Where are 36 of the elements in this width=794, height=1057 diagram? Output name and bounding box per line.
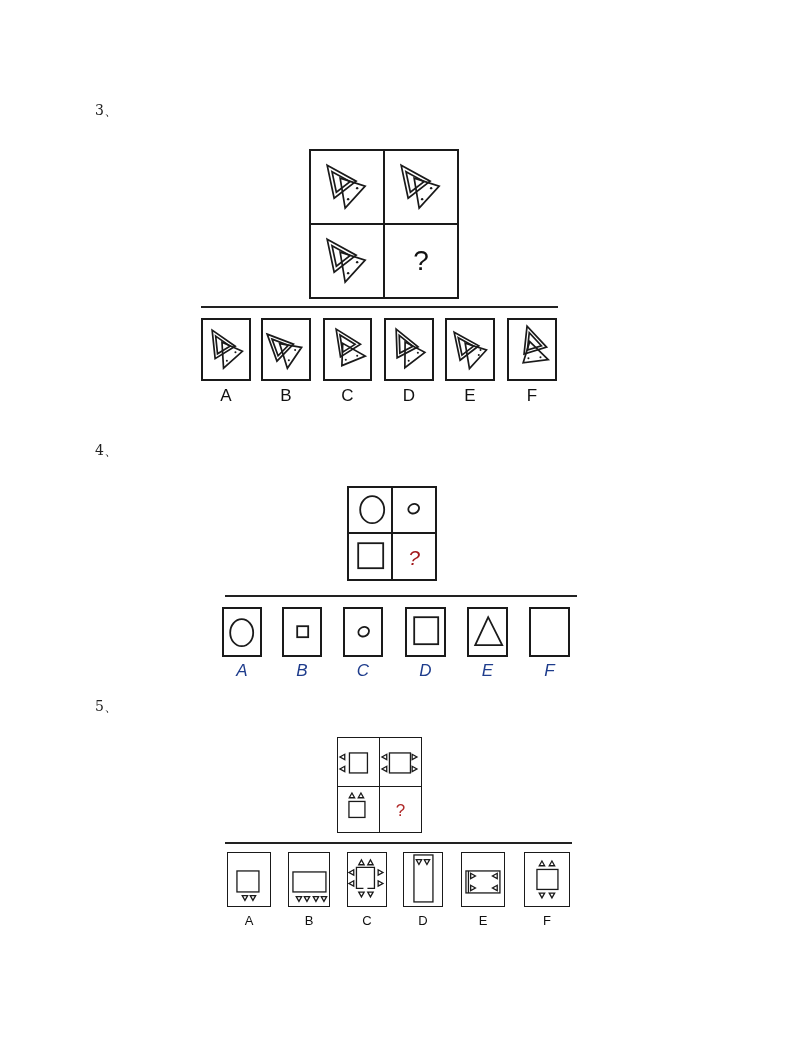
grid-cell [337, 786, 380, 833]
option-letter: D [418, 913, 428, 927]
question-number: 5、 [95, 699, 118, 713]
grid-cell [391, 532, 437, 581]
option-letter: C [341, 387, 354, 404]
question-number: 4、 [95, 443, 118, 457]
option-letter: C [356, 662, 370, 679]
option-letter: E [464, 387, 476, 404]
grid-cell [347, 486, 393, 534]
option-letter: A [244, 913, 254, 927]
option-letter: F [544, 662, 555, 679]
option-letter: E [478, 913, 488, 927]
grid-cell [391, 486, 437, 534]
option-letter: F [543, 913, 551, 927]
grid-cell [379, 737, 422, 787]
grid-cell [309, 149, 385, 225]
question-mark: ? [408, 546, 420, 567]
option-letter: C [362, 913, 372, 927]
question-mark: ? [413, 247, 429, 275]
grid-cell [383, 223, 459, 299]
option-letter: B [296, 662, 308, 679]
option-letter: B [280, 387, 292, 404]
grid-cell [383, 149, 459, 225]
grid-cell [347, 532, 393, 581]
option-letter: A [236, 662, 248, 679]
option-letter: B [304, 913, 314, 927]
question-mark: ? [395, 801, 406, 818]
option-letter: D [419, 662, 432, 679]
question-number: 3、 [95, 103, 118, 117]
option-letter: E [481, 662, 494, 679]
option-letter: F [526, 387, 538, 404]
grid-cell [379, 786, 422, 833]
grid-cell [337, 737, 380, 787]
option-letter: A [220, 387, 232, 404]
option-letter: D [402, 387, 416, 404]
grid-cell [309, 223, 385, 299]
